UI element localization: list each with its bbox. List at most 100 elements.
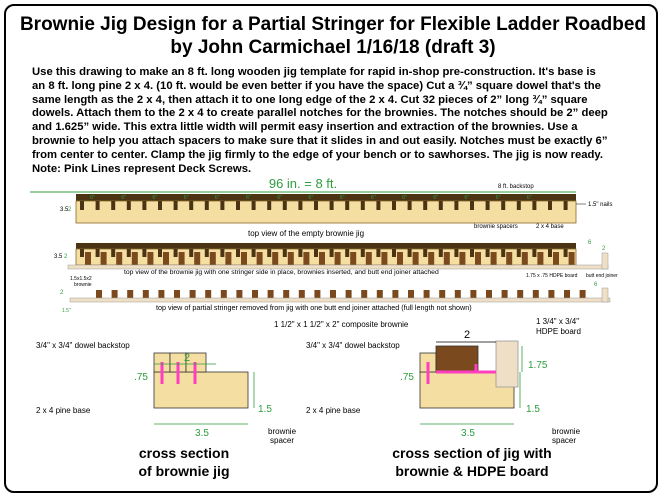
jig-spacer-block: [454, 201, 459, 210]
spacer-label-2b: spacer: [552, 436, 576, 445]
brownie: [423, 290, 430, 298]
length-label: 96 in. = 8 ft.: [269, 176, 337, 191]
dim-left-2: .75: [400, 372, 414, 383]
jig-spacer-block: [407, 249, 412, 257]
jig-spacer-block: [267, 249, 272, 257]
jig-spacer-block: [516, 249, 521, 257]
jig-spacer-block: [314, 249, 318, 257]
instruction-line: Use this drawing to make an 8 ft. long w…: [32, 66, 596, 78]
instruction-line: dowels. Attach them to the 2 x 4 to crea…: [32, 107, 608, 120]
dim-15-lower: 1.5": [62, 308, 71, 314]
brownie: [345, 290, 352, 298]
jig-spacer-block: [454, 249, 459, 257]
brownie: [548, 290, 555, 298]
page-subtitle: by John Carmichael 1/16/18 (draft 3): [170, 37, 496, 58]
brownie: [287, 252, 294, 265]
backstop-label-1: 3/4" x 3/4" dowel backstop: [36, 341, 130, 350]
brownie: [298, 290, 305, 298]
brownie: [459, 252, 466, 265]
diagram-frame: Brownie Jig Design for a Partial Stringe…: [4, 4, 658, 493]
jig-base-empty: [75, 200, 577, 224]
jig-spacer-block: [392, 201, 396, 210]
brownie: [506, 252, 513, 265]
side-dim-d: 2: [64, 254, 68, 260]
butt-end-joiner-removed: [601, 287, 609, 303]
brownie: [96, 290, 102, 298]
brownie: [365, 252, 372, 265]
jig-spacer-block: [360, 201, 365, 210]
dim-right-1: 1.5: [258, 404, 272, 415]
brownie: [272, 252, 279, 265]
notches-empty: [80, 201, 568, 210]
dim-2-lower: 2: [60, 290, 64, 296]
brownie: [517, 290, 524, 298]
dim-left-1: .75: [134, 372, 148, 383]
dim-2-upper: 2: [602, 246, 606, 252]
spacing-label: 6": [152, 195, 157, 201]
jig-spacer-block: [204, 249, 209, 257]
jig-spacer-block: [189, 201, 194, 210]
jig-spacer-block: [126, 249, 131, 257]
jig-spacer-block: [236, 201, 240, 210]
dim-bottom-1: 3.5: [195, 428, 209, 439]
jig-spacer-block: [532, 249, 537, 257]
brownie: [194, 252, 201, 265]
brownie: [147, 252, 154, 265]
spacing-label: 6": [215, 195, 220, 201]
nails-label: 1.5" nails: [588, 202, 612, 208]
spacing-label: 6": [184, 195, 189, 201]
jig-spacer-block: [282, 249, 287, 257]
spacer-label-1b: spacer: [270, 436, 294, 445]
jig-spacer-block: [236, 249, 240, 257]
dim-top-2: 2: [464, 329, 470, 341]
instruction-line: Note: Pink Lines represent Deck Screws.: [32, 162, 252, 175]
dowel-backstop-empty: [76, 194, 576, 201]
jig-spacer-block: [95, 201, 100, 210]
caption-cs1-b: of brownie jig: [139, 463, 230, 479]
jig-spacer-block: [423, 249, 428, 257]
jig-spacer-block: [298, 249, 303, 257]
brownie: [392, 290, 399, 298]
jig-spacer-block: [80, 201, 84, 210]
jig-spacer-block: [220, 249, 225, 257]
jig-diagram: 96 in. = 8 ft. 8 ft. backstop 6"6"6"6"6"…: [30, 176, 618, 479]
brownie: [579, 290, 586, 298]
jig-spacer-block: [251, 201, 256, 210]
brownie: [189, 290, 196, 298]
cross-section-brownie-jig: 2 .75 1.5 3.5 3/4" x 3/4" dowel backstop…: [36, 341, 297, 479]
brownie: [220, 290, 227, 298]
brownie: [178, 252, 185, 265]
jig-spacer-block: [267, 201, 272, 210]
spacing-labels: 6"6"6"6"6"6"6"6"6"6"6"6"6"6"6": [90, 195, 532, 201]
spacing-label: 6": [371, 195, 376, 201]
brownie: [205, 290, 212, 298]
jig-spacer-block: [392, 249, 396, 257]
jig-spacer-block: [95, 249, 100, 257]
brownie: [330, 290, 336, 298]
jig-spacer-block: [376, 249, 381, 257]
jig-spacer-block: [158, 249, 162, 257]
spacing-label: 6": [308, 195, 313, 201]
brownie: [303, 252, 310, 265]
brownie-label-2: 1 1/2" x 1 1/2" x 2" composite brownie: [274, 320, 409, 329]
brownie: [428, 252, 435, 265]
brownie: [131, 252, 138, 265]
instructions: Use this drawing to make an 8 ft. long w…: [32, 66, 642, 176]
instruction-line: from center to center. Clamp the jig fir…: [32, 148, 604, 161]
brownie: [537, 252, 544, 265]
brownie: [490, 252, 497, 265]
removed-brownies: [96, 290, 586, 298]
hdpe-board: [495, 340, 519, 388]
brownie: [350, 252, 357, 265]
brownie: [267, 290, 274, 298]
page-title: Brownie Jig Design for a Partial Stringe…: [19, 14, 647, 35]
dowel-backstop-stringer: [76, 243, 576, 249]
dim-bottom-2: 3.5: [461, 428, 475, 439]
jig-spacer-block: [376, 201, 381, 210]
spacing-label: 6": [121, 195, 126, 201]
jig-spacer-block: [314, 201, 318, 210]
butt-end-joiner: [601, 252, 609, 270]
brownie: [439, 290, 446, 298]
pine-base-1: [153, 371, 249, 409]
jig-spacer-block: [142, 249, 147, 257]
